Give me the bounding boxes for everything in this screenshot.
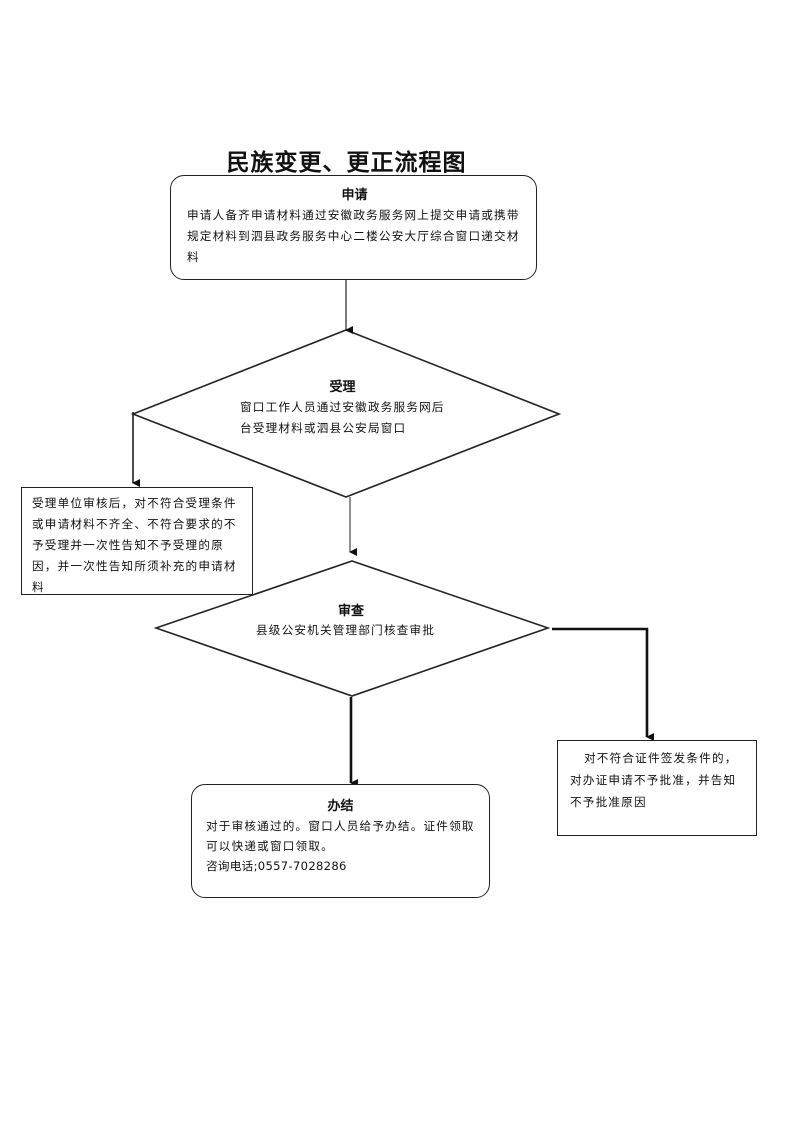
apply-text: 申请人备齐申请材料通过安徽政务服务网上提交申请或携带规定材料到泗县政务服务中心二… [187, 208, 520, 264]
reject-accept-box: 受理单位审核后，对不符合受理条件或申请材料不齐全、不符合要求的不予受理并一次性告… [21, 487, 253, 595]
arrow-review-to-reject [552, 627, 654, 741]
apply-title: 申请 [341, 188, 368, 203]
review-title: 审查 [337, 604, 364, 619]
reject-review-box: 对不符合证件签发条件的，对办证申请不予批准，并告知不予批准原因 [557, 740, 757, 836]
accept-text: 窗口工作人员通过安徽政务服务网后台受理材料或泗县公安局窗口 [240, 400, 445, 435]
reject-review-text: 对不符合证件签发条件的，对办证申请不予批准，并告知不予批准原因 [570, 751, 738, 809]
accept-diamond [130, 329, 562, 498]
review-text: 县级公安机关管理部门核查审批 [256, 623, 436, 637]
review-diamond [153, 560, 551, 697]
reject-accept-text: 受理单位审核后，对不符合受理条件或申请材料不齐全、不符合要求的不予受理并一次性告… [32, 496, 237, 594]
page-title: 民族变更、更正流程图 [226, 149, 467, 176]
accept-title: 受理 [329, 380, 356, 395]
apply-box: 申请 申请人备齐申请材料通过安徽政务服务网上提交申请或携带规定材料到泗县政务服务… [170, 175, 537, 280]
review-node: 审查 县级公安机关管理部门核查审批 [256, 600, 456, 641]
finish-text: 对于审核通过的。窗口人员给予办结。证件领取可以快递或窗口领取。 [206, 819, 475, 853]
finish-phone: 咨询电话;0557-7028286 [206, 859, 347, 873]
accept-node: 受理 窗口工作人员通过安徽政务服务网后台受理材料或泗县公安局窗口 [240, 376, 455, 439]
finish-title: 办结 [327, 799, 354, 814]
finish-box: 办结 对于审核通过的。窗口人员给予办结。证件领取可以快递或窗口领取。 咨询电话;… [191, 784, 490, 898]
